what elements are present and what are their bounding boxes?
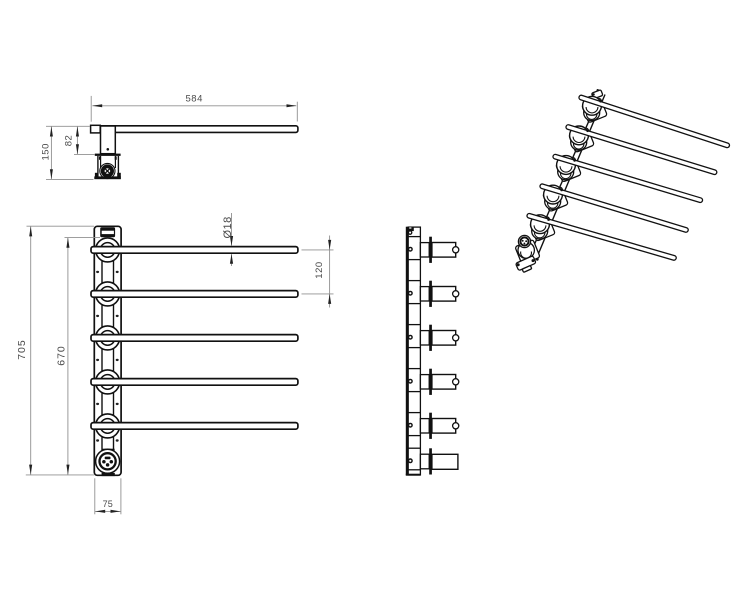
svg-text:120: 120 (314, 261, 325, 278)
svg-text:584: 584 (186, 94, 203, 105)
svg-text:Ø18: Ø18 (222, 216, 234, 238)
svg-text:705: 705 (16, 339, 28, 360)
svg-text:670: 670 (56, 345, 68, 366)
svg-text:82: 82 (64, 135, 75, 147)
svg-text:75: 75 (103, 499, 113, 509)
svg-text:150: 150 (41, 143, 52, 160)
